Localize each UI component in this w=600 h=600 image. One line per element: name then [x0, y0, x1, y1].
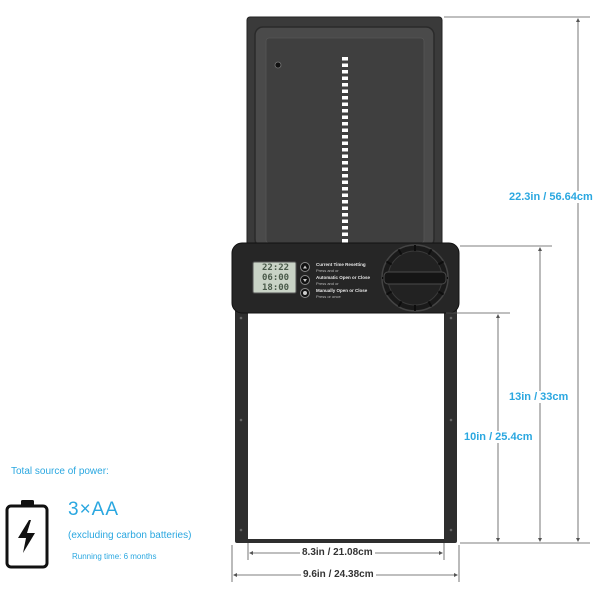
- slot-dash: [342, 141, 348, 145]
- knob-ridge: [437, 290, 445, 296]
- dim-opening-width: 8.3in / 21.08cm: [300, 547, 375, 558]
- slot-dash: [342, 109, 348, 113]
- dim-total-width: 9.6in / 24.38cm: [301, 569, 376, 580]
- knob-ridge: [427, 248, 433, 256]
- slot-dash: [342, 200, 348, 204]
- slot-dash: [342, 96, 348, 100]
- slot-dash: [342, 89, 348, 93]
- slot-dash: [342, 122, 348, 126]
- slot-dash: [342, 63, 348, 67]
- light-sensor-icon: [274, 61, 282, 69]
- slot-dash: [342, 232, 348, 236]
- dim-opening-height: 10in / 25.4cm: [462, 431, 535, 443]
- dim-frame-height: 13in / 33cm: [507, 391, 571, 403]
- lcd-line-2: 06:00: [262, 273, 290, 283]
- lcd-line-1: 22:22: [262, 263, 290, 273]
- knob-ridge: [397, 248, 403, 256]
- slot-dash: [342, 180, 348, 184]
- slot-dash: [342, 115, 348, 119]
- knob-ridge: [437, 260, 445, 266]
- slot-dash: [342, 128, 348, 132]
- slot-dash: [342, 213, 348, 217]
- slot-dash: [342, 161, 348, 165]
- slot-dash: [342, 187, 348, 191]
- slot-dash: [342, 102, 348, 106]
- slot-dash: [342, 76, 348, 80]
- power-title: Total source of power:: [11, 466, 109, 477]
- lcd-line-3: 18:00: [262, 283, 290, 293]
- power-running-time: Running time: 6 months: [72, 552, 157, 561]
- door-opening: [248, 313, 444, 539]
- knob-ridge: [385, 290, 393, 296]
- slot-dash: [342, 174, 348, 178]
- slot-dash: [342, 57, 348, 61]
- slot-dash: [342, 219, 348, 223]
- lcd-display: [252, 261, 297, 294]
- slot-dash: [342, 193, 348, 197]
- slot-dash: [342, 135, 348, 139]
- slot-dash: [342, 167, 348, 171]
- label-auto-open: Automatic Open or Close: [316, 275, 371, 280]
- battery-cover-knob[interactable]: [381, 244, 449, 312]
- slot-dash: [342, 239, 348, 243]
- power-note: (excluding carbon batteries): [68, 530, 192, 541]
- knob-ridge: [427, 300, 433, 308]
- power-batteries: 3×AA: [68, 499, 120, 520]
- sub-manual-open: Press or once: [316, 294, 341, 299]
- slot-dash: [342, 83, 348, 87]
- label-current-time: Current Time Resetting: [316, 262, 366, 267]
- slot-dash: [342, 70, 348, 74]
- knob-ridge: [385, 260, 393, 266]
- slot-dash: [342, 148, 348, 152]
- dim-total-height: 22.3in / 56.64cm: [507, 191, 595, 203]
- label-manual-open: Manually Open or Close: [316, 288, 368, 293]
- knob-ridge: [397, 300, 403, 308]
- door-slot: [342, 57, 348, 243]
- slot-dash: [342, 226, 348, 230]
- sub-current-time: Press and or: [316, 268, 339, 273]
- slot-dash: [342, 206, 348, 210]
- slot-dash: [342, 154, 348, 158]
- sub-auto-open: Press and or: [316, 281, 339, 286]
- battery-icon: [5, 500, 49, 569]
